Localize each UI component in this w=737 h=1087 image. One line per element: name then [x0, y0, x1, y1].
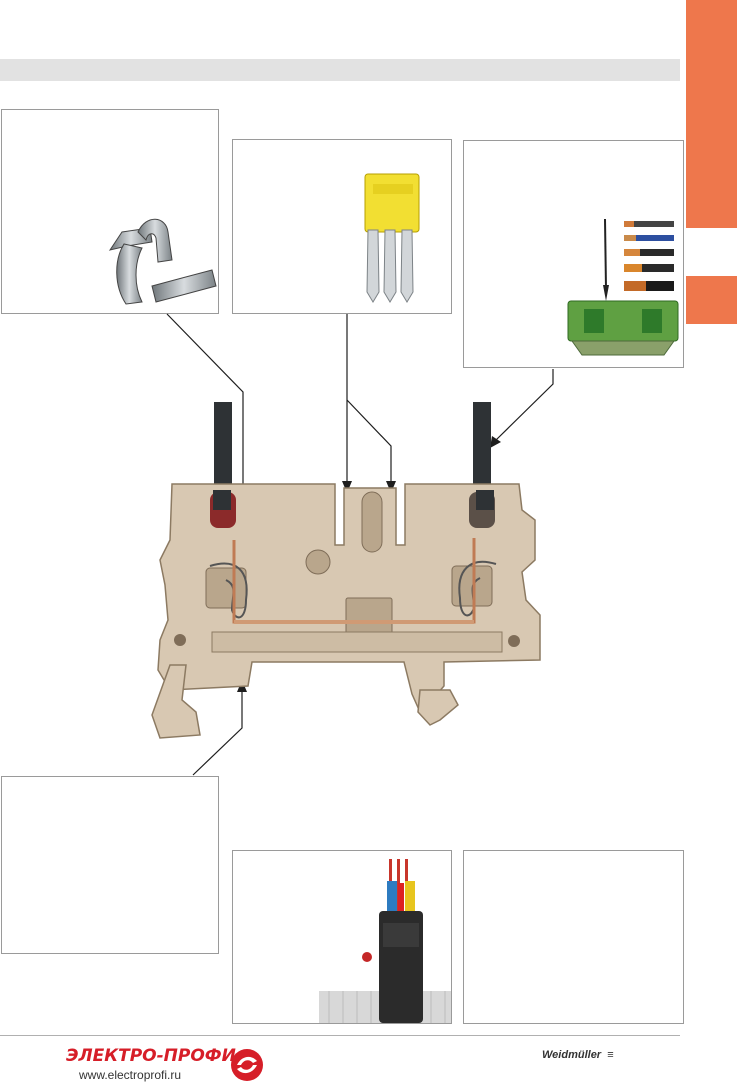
callout-box-wire-connection [463, 140, 684, 368]
test-plug-image [319, 859, 451, 1023]
callout-box-empty [463, 850, 684, 1024]
vendor-logo-text: Weidmüller ≡ [542, 1049, 614, 1061]
callout-box-clamp-spring [1, 109, 219, 314]
brand-name: ЭЛЕКТРО-ПРОФИ [66, 1046, 236, 1066]
side-tab-secondary [686, 276, 737, 324]
electro-profi-logo [231, 1049, 263, 1081]
wire-and-ferrules-image [567, 218, 679, 356]
cross-connector-image [364, 173, 420, 303]
footer-rule [0, 1035, 680, 1036]
callout-box-cross-connector [232, 139, 452, 314]
callout-box-test-plug [232, 850, 452, 1024]
callout-box-mounting-rail [1, 776, 219, 954]
brand-url[interactable]: www.electroprofi.ru [79, 1068, 182, 1082]
clamp-spring-image [108, 218, 217, 305]
vendor-name: Weidmüller [542, 1049, 602, 1061]
header-band [0, 59, 680, 81]
vendor-mark-icon: ≡ [604, 1049, 614, 1061]
side-tab-primary [686, 0, 737, 228]
